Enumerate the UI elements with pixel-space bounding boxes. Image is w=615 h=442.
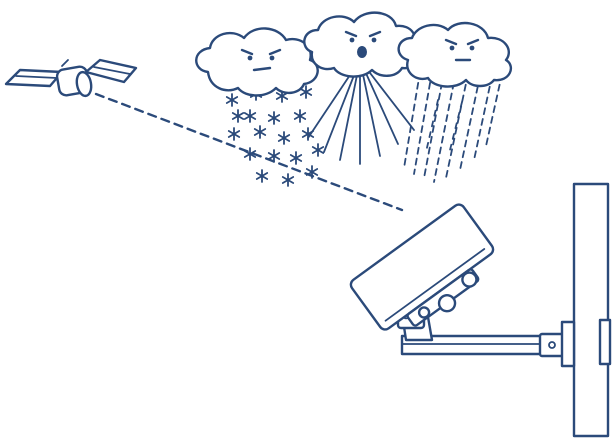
snowflake-icon [243,147,257,161]
snowflake-icon [305,165,319,179]
satellite-icon [4,58,138,98]
snowflake-icon [225,93,239,107]
snowflake-icon [253,125,267,139]
snowflakes [225,85,325,187]
snowflake-icon [311,143,325,157]
snowflake-icon [293,109,307,123]
signal-path [94,92,404,212]
snowflake-icon [289,151,303,165]
snowflake-icon [267,149,281,163]
snowflake-icon [255,169,269,183]
snowflake-icon [281,173,295,187]
snowflake-icon [299,85,313,99]
snowflake-icon [227,127,241,141]
angry-cloud-icon [397,21,513,88]
wall-post-icon [572,182,612,438]
snowflake-icon [231,109,245,123]
snowflake-icon [301,127,315,141]
snowflake-icon [277,131,291,145]
rain-streaks [403,71,503,183]
snowflake-icon [243,109,257,123]
snowflake-icon [267,111,281,125]
panel-antenna-icon [349,203,495,331]
angry-cloud-icon [195,27,319,97]
